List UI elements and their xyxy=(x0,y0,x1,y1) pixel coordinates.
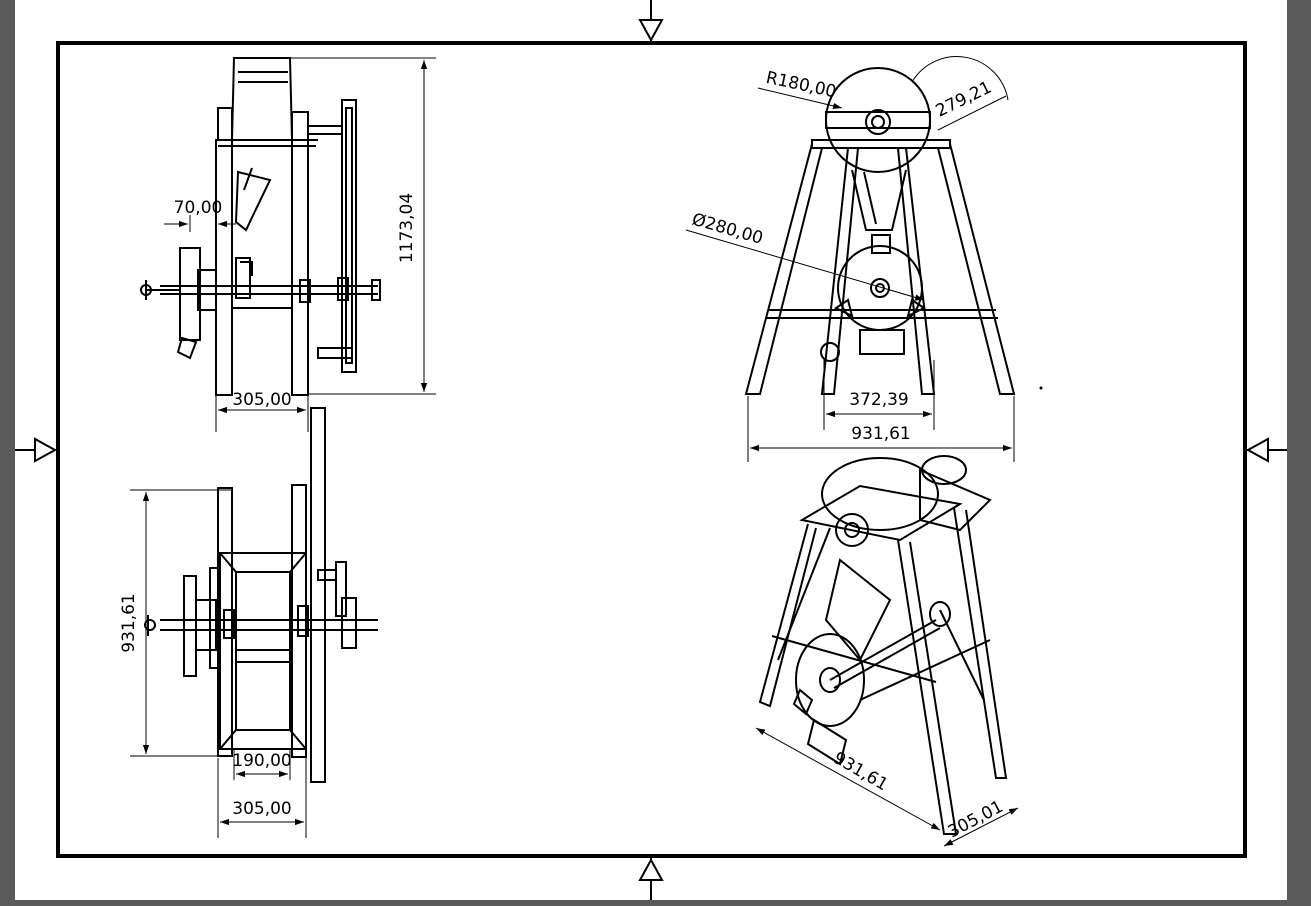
front-view-dims xyxy=(685,56,1015,462)
dim-side-width: 305,00 xyxy=(232,390,291,410)
dim-front-base-inner: 372,39 xyxy=(849,390,908,410)
paper xyxy=(15,0,1287,900)
center-mark-right-icon xyxy=(1245,437,1287,463)
dim-top-inner: 190,00 xyxy=(232,751,291,771)
side-view xyxy=(140,57,381,396)
stray-dot xyxy=(1039,386,1043,390)
center-mark-left-icon xyxy=(15,437,58,463)
dim-top-depth: 931,61 xyxy=(119,593,139,652)
dim-side-offset: 70,00 xyxy=(174,198,223,218)
front-view xyxy=(744,67,1016,395)
side-view-dims xyxy=(164,57,436,432)
dim-side-height: 1173,04 xyxy=(397,193,417,263)
top-view xyxy=(144,407,378,783)
dim-top-width: 305,00 xyxy=(232,799,291,819)
center-mark-bottom-icon xyxy=(638,856,664,900)
iso-view xyxy=(758,455,1008,835)
top-view-dims xyxy=(130,489,307,838)
dim-front-base-outer: 931,61 xyxy=(851,424,910,444)
iso-view-dims xyxy=(755,727,1019,847)
center-mark-top-icon xyxy=(638,0,664,43)
